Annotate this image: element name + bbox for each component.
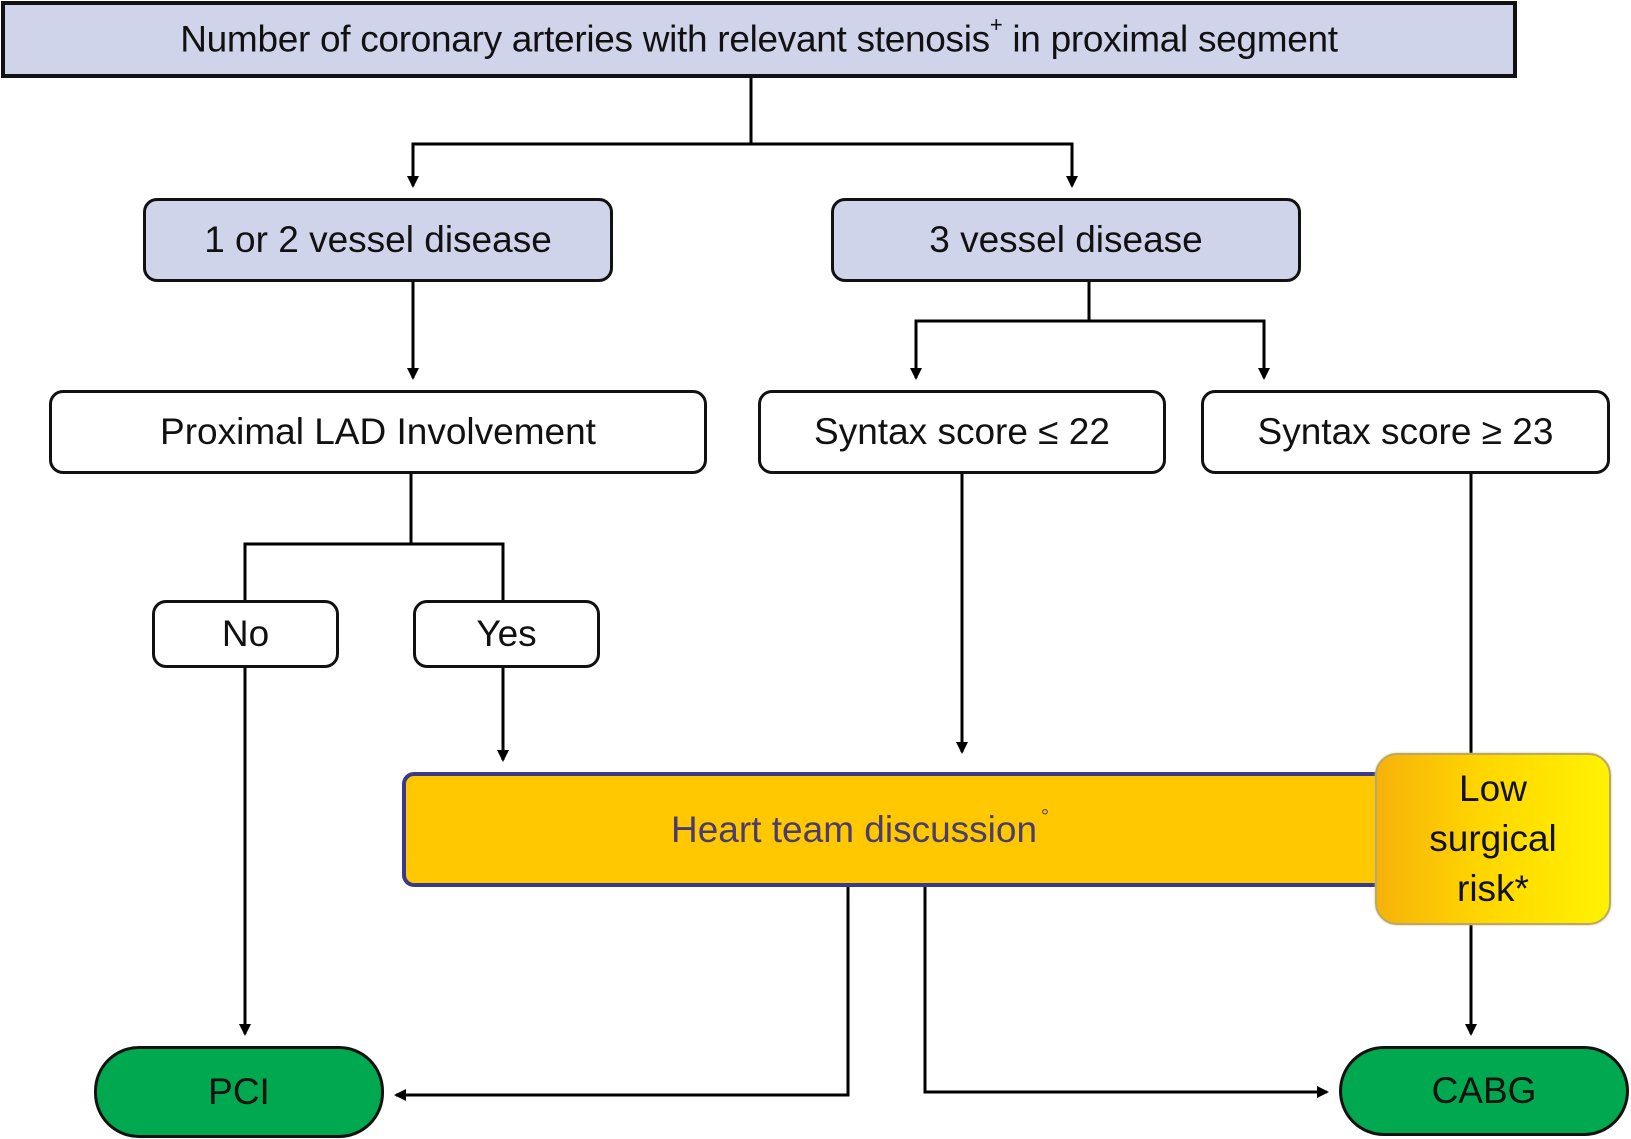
edge-title-to-vessel-1-2: [407, 142, 751, 188]
edge-vessel-3-to-syntax-high: [1089, 319, 1270, 380]
node-low-surgical-risk: Low surgical risk*: [1375, 753, 1611, 925]
node-cabg: CABG: [1339, 1046, 1629, 1136]
node-syntax-high: Syntax score ≥ 23: [1201, 390, 1610, 474]
node-yes-label: Yes: [476, 613, 537, 654]
edge-heart-team-to-cabg: [923, 887, 1329, 1098]
node-low-risk-line-2: surgical: [1429, 818, 1557, 859]
edge-heart-team-to-pci: [394, 887, 850, 1101]
node-heart-team-superscript: °: [1041, 806, 1050, 828]
edge-lad-to-yes: [411, 542, 505, 600]
node-low-risk-line-3: risk*: [1457, 868, 1529, 909]
node-yes: Yes: [413, 600, 600, 668]
node-proximal-lad-label: Proximal LAD Involvement: [160, 411, 596, 452]
node-proximal-lad: Proximal LAD Involvement: [49, 390, 707, 474]
node-no-label: No: [221, 613, 270, 654]
node-syntax-low: Syntax score ≤ 22: [758, 390, 1166, 474]
header-box: Number of coronary arteries with relevan…: [1, 1, 1517, 78]
node-vessel-3-label: 3 vessel disease: [929, 219, 1203, 260]
edge-title-to-vessel-3: [751, 142, 1078, 188]
node-heart-team: Heart team discussion°: [402, 772, 1402, 887]
node-vessel-3: 3 vessel disease: [831, 198, 1301, 282]
node-heart-team-label: Heart team discussion: [671, 808, 1038, 850]
node-vessel-1-2-label: 1 or 2 vessel disease: [204, 219, 552, 260]
edge-lad-to-no: [243, 542, 411, 600]
node-pci: PCI: [94, 1046, 384, 1138]
node-syntax-high-label: Syntax score ≥ 23: [1257, 411, 1554, 452]
header-superscript: +: [989, 12, 1003, 38]
node-cabg-label: CABG: [1431, 1070, 1537, 1111]
node-vessel-1-2: 1 or 2 vessel disease: [143, 198, 613, 282]
node-no: No: [152, 600, 339, 668]
header-text: Number of coronary arteries with relevan…: [180, 18, 990, 60]
node-syntax-low-label: Syntax score ≤ 22: [814, 411, 1110, 452]
node-low-risk-line-1: Low: [1459, 768, 1527, 809]
node-pci-label: PCI: [208, 1071, 270, 1112]
edge-vessel-3-to-syntax-low: [910, 319, 1089, 380]
header-suffix: in proximal segment: [1002, 18, 1338, 60]
